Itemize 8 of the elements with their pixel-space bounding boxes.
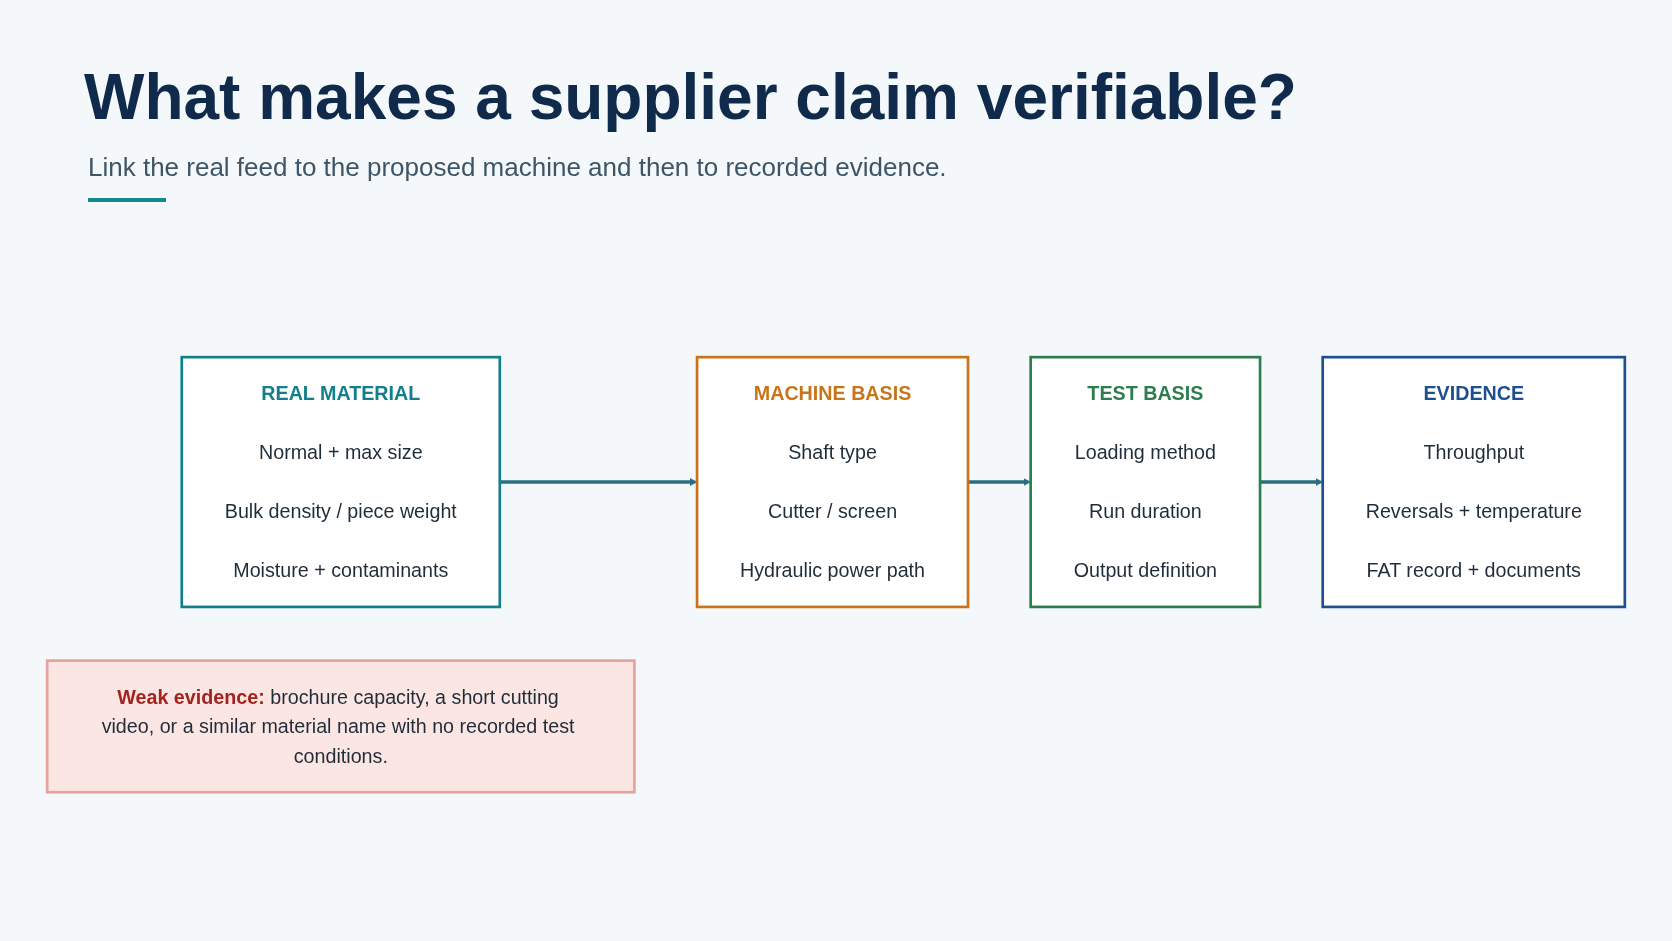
subtitle: Link the real feed to the proposed machine and then to recorded evidence. [88,152,947,183]
node-box: REAL MATERIAL Normal + max size Bulk density / piece weight Moisture + contaminants [180,356,502,609]
node-box: TEST BASIS Loading method Run duration Output definition [1029,356,1262,609]
node-box: EVIDENCE Throughput Reversals + temperature FAT record + documents [1321,356,1627,609]
arrow [499,478,698,487]
node-box: Weak evidence: brochure capacity, a short cutting video, or a similar material name with no recorded test conditions. [45,659,636,794]
title: What makes a supplier claim verifiable? [84,60,1297,134]
node-box: MACHINE BASIS Shaft type Cutter / screen Hydraulic power path [695,356,970,609]
